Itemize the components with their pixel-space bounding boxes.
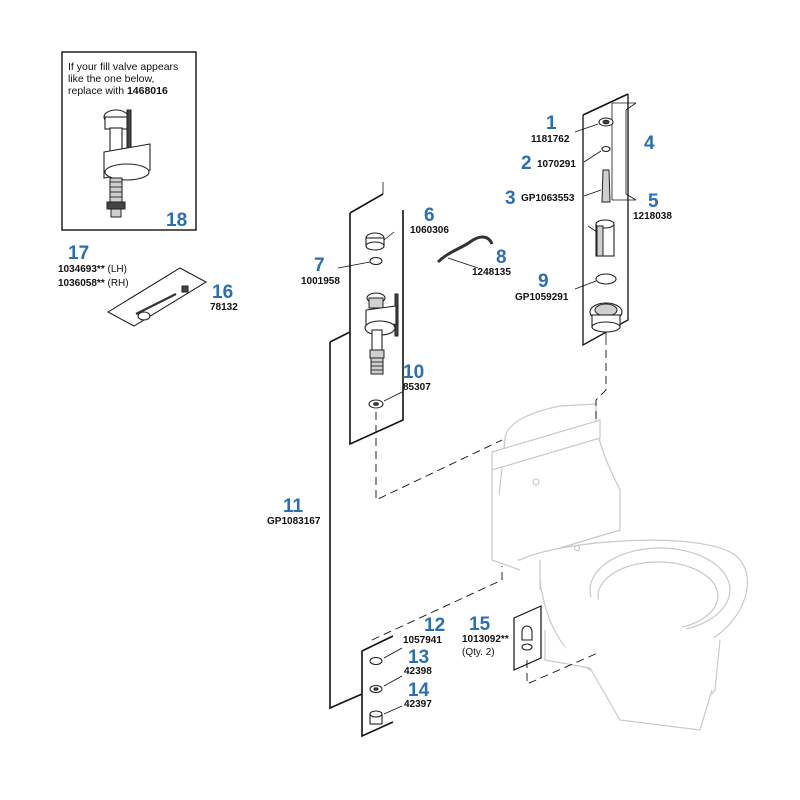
fill-valve-illustration — [103, 109, 151, 218]
callout-17-number: 17 — [68, 243, 89, 264]
callout-8-number: 8 — [496, 247, 507, 268]
callout-3-number: 3 — [505, 188, 516, 209]
refill-tube — [436, 235, 494, 264]
callout-8-part: 1248135 — [472, 267, 511, 278]
callout-1-part: 1181762 — [531, 134, 570, 145]
callout-10-part: 85307 — [403, 382, 431, 393]
callout-7-number: 7 — [314, 255, 325, 276]
fill-valve-body — [364, 292, 399, 375]
nut — [369, 705, 403, 725]
note-line-1: If your fill valve appears — [68, 61, 178, 73]
valve-cap — [365, 231, 395, 251]
callout-17-part-rh: 1036058** (RH) — [58, 278, 129, 289]
callout-2-part: 1070291 — [537, 159, 576, 170]
callout-17-part-lh: 1034693** (LH) — [58, 264, 127, 275]
callout-10-number: 10 — [403, 362, 424, 383]
flush-valve-base — [589, 302, 623, 345]
note-line-3-prefix: replace with — [68, 85, 127, 97]
fill-valve-note: If your fill valve appears like the one … — [61, 51, 197, 231]
callout-4-number: 4 — [644, 133, 655, 154]
note-line-2: like the one below, — [68, 73, 154, 85]
callout-1-number: 1 — [546, 113, 557, 134]
callout-12-number: 12 — [424, 615, 445, 636]
callout-16-number: 16 — [212, 282, 233, 303]
callout-14-part: 42397 — [404, 699, 432, 710]
callout-15-number: 15 — [469, 614, 491, 635]
bolt-cap-group: 15 1013092** (Qty. 2) — [462, 605, 601, 685]
callout-3-part: GP1063553 — [521, 193, 575, 204]
callout-13-part: 42398 — [404, 666, 432, 677]
callout-6-number: 6 — [424, 205, 435, 226]
callout-2-number: 2 — [521, 153, 532, 174]
callout-9-number: 9 — [538, 271, 549, 292]
overflow-tube-rod — [601, 169, 611, 203]
toilet-outline — [491, 403, 748, 731]
callout-11-part: GP1083167 — [267, 516, 321, 527]
flush-valve-group: 1 1181762 2 1070291 3 GP1063553 4 5 1218… — [505, 93, 672, 420]
callout-12-part: 1057941 — [403, 635, 442, 646]
callout-15-part: 1013092** — [462, 634, 509, 645]
tank-to-bowl-kit: 11 GP1083167 — [267, 331, 363, 710]
callout-9-part: GP1059291 — [515, 292, 569, 303]
callout-5-number: 5 — [648, 191, 659, 212]
callout-6-part: 1060306 — [410, 225, 449, 236]
valve-seal — [369, 256, 383, 266]
callout-18-number: 18 — [166, 210, 187, 231]
fill-valve-group: 6 1060306 7 1001958 8 1248135 — [301, 182, 511, 501]
callout-16-part: 78132 — [210, 302, 238, 313]
callout-7-part: 1001958 — [301, 276, 340, 287]
trip-lever — [135, 285, 189, 321]
bolt-washer — [369, 656, 383, 666]
washer — [601, 145, 611, 153]
callout-14-number: 14 — [408, 680, 430, 701]
callout-5-part: 1218038 — [633, 211, 672, 222]
callout-15-qty: (Qty. 2) — [462, 647, 495, 658]
callout-11-number: 11 — [283, 496, 304, 517]
note-replacement-part: 1468016 — [127, 85, 168, 97]
note-line-3: replace with 1468016 — [68, 85, 168, 97]
flush-cylinder — [587, 219, 615, 257]
trip-lever-group: 17 1034693** (LH) 1036058** (RH) 16 7813… — [58, 243, 238, 327]
callout-13-number: 13 — [408, 647, 429, 668]
bolt-hardware-group: 12 1057941 13 42398 14 42397 — [361, 566, 503, 738]
seal-ring — [595, 273, 617, 285]
bolt-cap — [521, 625, 533, 651]
